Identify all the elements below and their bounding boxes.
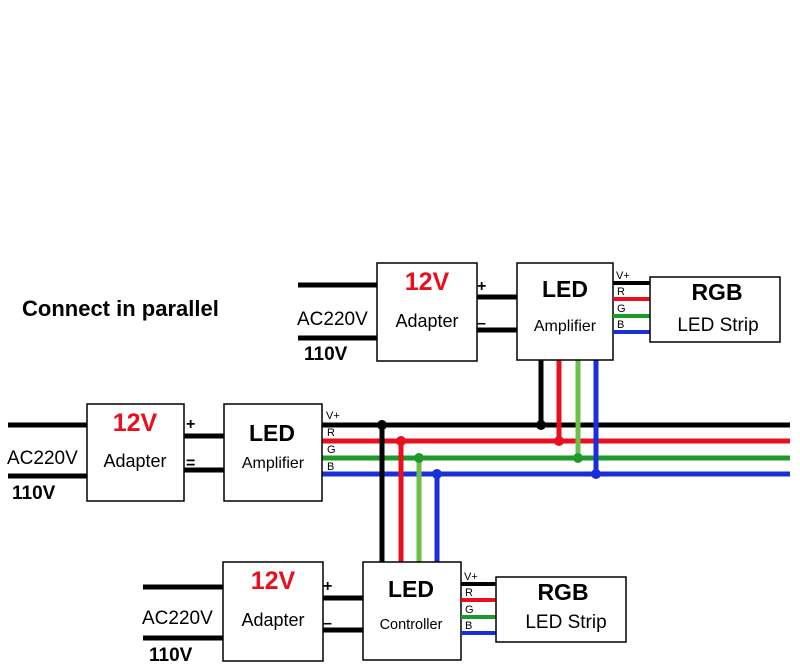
bottom-adapter-box — [222, 561, 324, 662]
middle-amplifier-label: Amplifier — [242, 455, 305, 472]
middle-adapter-box — [86, 403, 185, 502]
bottom-ac-label: AC220V — [142, 608, 213, 629]
junction-dot — [573, 453, 583, 463]
bottom-pin-g: G — [465, 604, 474, 616]
middle-pin-g: G — [327, 444, 336, 456]
bottom-pin-b: B — [465, 620, 472, 632]
middle-adapter-voltage: 12V — [113, 409, 158, 437]
top-strip-label: LED Strip — [677, 315, 758, 336]
middle-minus-sign: = — [186, 455, 195, 472]
top-110v-label: 110V — [304, 344, 348, 365]
diagram-title: Connect in parallel — [22, 296, 219, 321]
bottom-unit: AC220V 110V 12V Adapter + – LED Controll… — [142, 561, 627, 666]
bottom-plus-sign: + — [323, 578, 332, 595]
middle-unit: AC220V 110V 12V Adapter + = LED Amplifie… — [7, 403, 340, 504]
junction-dot — [536, 420, 546, 430]
top-minus-sign: – — [477, 315, 486, 332]
junction-dot — [396, 436, 406, 446]
top-amplifier-label: Amplifier — [534, 318, 597, 335]
middle-amplifier-box — [223, 403, 323, 502]
bottom-controller-label: Controller — [380, 617, 443, 633]
junction-dot — [591, 469, 601, 479]
bottom-pin-r: R — [465, 587, 473, 599]
junction-dot — [432, 469, 442, 479]
middle-pin-r: R — [327, 427, 335, 439]
bottom-strip-title: RGB — [537, 579, 588, 605]
top-plus-sign: + — [477, 278, 486, 295]
top-pin-b: B — [617, 319, 624, 331]
top-strip-title: RGB — [691, 279, 742, 305]
middle-110v-label: 110V — [12, 483, 56, 504]
bottom-controller-box — [362, 561, 462, 661]
middle-amplifier-title: LED — [249, 420, 295, 446]
bottom-pin-vplus: V+ — [464, 571, 478, 583]
top-strip-box — [649, 276, 781, 343]
bottom-minus-sign: – — [323, 615, 332, 632]
top-pin-g: G — [617, 303, 626, 315]
junction-dots — [377, 420, 601, 479]
junction-dot — [414, 453, 424, 463]
top-pin-vplus: V+ — [616, 270, 630, 282]
top-pin-r: R — [617, 286, 625, 298]
junction-dot — [554, 436, 564, 446]
junction-dot — [377, 420, 387, 430]
top-ac-label: AC220V — [297, 309, 368, 330]
middle-pin-vplus: V+ — [326, 410, 340, 422]
middle-pin-b: B — [327, 461, 334, 473]
bottom-drops — [379, 425, 440, 562]
bottom-110v-label: 110V — [149, 645, 193, 666]
bottom-controller-title: LED — [388, 576, 434, 602]
middle-adapter-label: Adapter — [103, 451, 166, 471]
main-bus — [322, 422, 790, 477]
top-amplifier-box — [516, 262, 614, 361]
bottom-strip-label: LED Strip — [525, 612, 606, 633]
middle-ac-label: AC220V — [7, 448, 78, 469]
bottom-strip-box — [495, 576, 627, 643]
top-adapter-voltage: 12V — [405, 268, 450, 296]
top-adapter-box — [376, 262, 478, 362]
bottom-adapter-label: Adapter — [241, 610, 304, 630]
top-adapter-label: Adapter — [395, 311, 458, 331]
bottom-adapter-voltage: 12V — [251, 567, 296, 595]
top-drops — [538, 360, 599, 474]
middle-plus-sign: + — [186, 416, 195, 433]
top-unit: AC220V 110V 12V Adapter + – LED Amplifie… — [297, 262, 781, 365]
top-amplifier-title: LED — [542, 276, 588, 302]
